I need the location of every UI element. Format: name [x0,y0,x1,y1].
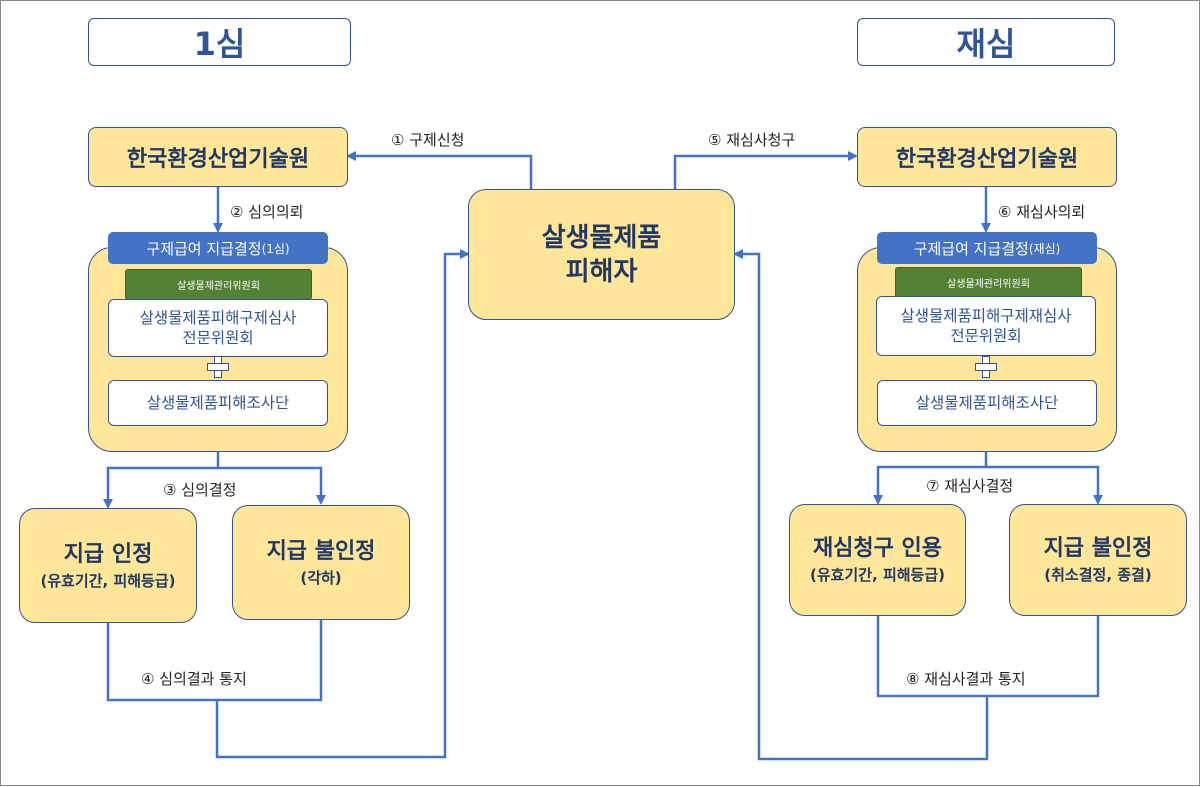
committee-second-trial-label: 살생물제관리위원회 [947,279,1030,290]
arrow-step-7-right [986,465,1103,505]
step-label-7: ⑦ 재심사결정 [926,477,1014,495]
result-approve-first-trial: 지급 인정 (유효기간, 피해등급) [19,508,197,623]
investigation-team-first-trial: 살생물제품피해조사단 [108,380,328,426]
expert-first-trial-line-1: 살생물제품피해구제심사 [139,309,297,327]
expert-second-trial-line-1: 살생물제품피해구제재심사 [900,307,1072,325]
agency-first-trial: 한국환경산업기술원 [88,127,348,187]
decision-bar-first-trial-suffix: (1심) [261,241,290,256]
step-label-4: ④ 심의결과 통지 [141,670,247,688]
step-label-1: ① 구제신청 [391,131,465,149]
result-reject-first-main: 지급 불인정 [266,538,376,564]
expert-committee-first-trial: 살생물제품피해구제심사 전문위원회 [108,299,328,357]
result-approve-second-trial: 재심청구 인용 (유효기간, 피해등급) [789,504,966,616]
arrow-step-8-b [733,249,989,761]
step-label-2: ② 심의의뢰 [230,203,304,221]
header-second-trial: 재심 [857,18,1115,66]
header-first-trial-label: 1심 [193,25,246,63]
committee-bar-second-trial: 살생물제관리위원회 [895,267,1082,298]
arrow-step-4-b [215,249,470,759]
plus-icon [975,356,997,378]
arrow-step-5 [673,151,858,189]
result-approve-second-main: 재심청구 인용 [812,536,943,561]
result-reject-first-trial: 지급 불인정 (각하) [232,505,410,620]
committee-first-trial-label: 살생물제관리위원회 [177,281,260,292]
arrow-step-3-left [103,452,220,509]
investigation-first-trial-label: 살생물제품피해조사단 [146,394,290,412]
investigation-team-second-trial: 살생물제품피해조사단 [877,380,1097,426]
result-approve-first-sub: (유효기간, 피해등급) [40,571,176,590]
result-approve-first-main: 지급 인정 [63,541,153,567]
arrow-step-1 [346,151,533,189]
result-reject-first-sub: (각하) [300,568,342,587]
expert-committee-second-trial: 살생물제품피해구제재심사 전문위원회 [876,296,1096,356]
arrow-step-4-a [106,620,323,702]
header-second-trial-label: 재심 [956,25,1016,63]
agency-second-trial-label: 한국환경산업기술원 [895,147,1079,172]
decision-bar-second-trial-label: 구제급여 지급결정 [913,239,1029,258]
victim-line-2: 피해자 [565,256,638,287]
result-approve-second-sub: (유효기간, 피해등급) [809,566,946,584]
decision-bar-first-trial-label: 구제급여 지급결정 [146,239,262,258]
decision-bar-second-trial-suffix: (재심) [1028,241,1061,256]
result-reject-second-sub: (취소결정, 종결) [1044,566,1152,584]
result-reject-second-main: 지급 불인정 [1043,536,1153,561]
step-label-6: ⑥ 재심사의뢰 [998,203,1086,221]
plus-icon [207,356,229,378]
result-reject-second-trial: 지급 불인정 (취소결정, 종결) [1009,504,1187,616]
step-label-3: ③ 심의결정 [163,481,237,499]
agency-first-trial-label: 한국환경산업기술원 [126,147,310,172]
decision-bar-second-trial: 구제급여 지급결정(재심) [877,232,1097,264]
header-first-trial: 1심 [88,18,351,66]
expert-first-trial-line-2: 전문위원회 [182,329,254,347]
arrow-step-7-left [873,452,988,505]
arrow-step-3-right [218,466,326,505]
step-label-5: ⑤ 재심사청구 [708,131,796,149]
committee-bar-first-trial: 살생물제관리위원회 [125,269,312,300]
investigation-second-trial-label: 살생물제품피해조사단 [915,394,1059,412]
agency-second-trial: 한국환경산업기술원 [857,127,1117,187]
victim-box: 살생물제품 피해자 [468,189,735,320]
expert-second-trial-line-2: 전문위원회 [950,327,1022,345]
decision-bar-first-trial: 구제급여 지급결정(1심) [108,232,328,264]
victim-line-1: 살생물제품 [541,222,662,253]
step-label-8: ⑧ 재심사결과 통지 [906,670,1026,688]
